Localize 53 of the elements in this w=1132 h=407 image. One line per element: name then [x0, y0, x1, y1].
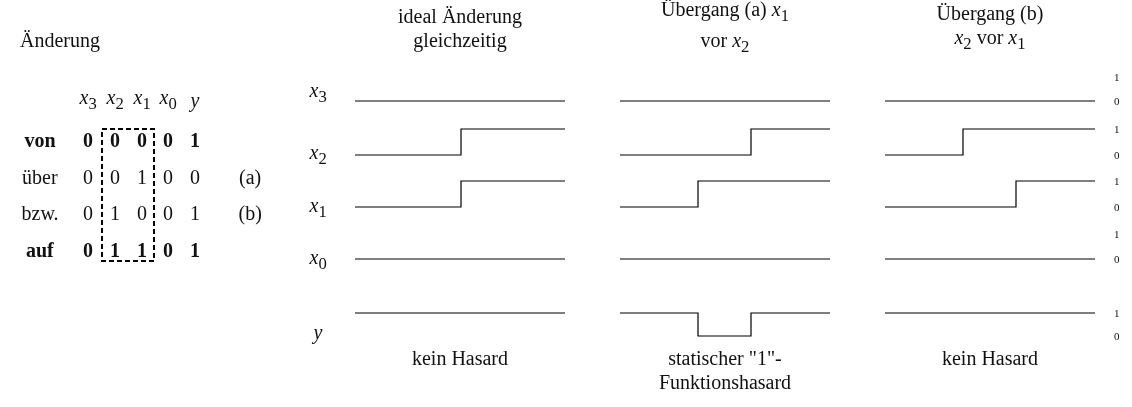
table-heading: Änderung: [20, 28, 100, 52]
row-note: (a): [239, 165, 262, 189]
result-text: statischer "1"- Funktionshasard: [657, 346, 793, 394]
result-text: kein Hasard: [940, 346, 1040, 370]
level-label: 1: [1114, 71, 1120, 83]
row-label: über: [22, 165, 58, 189]
row-note: (b): [238, 201, 262, 225]
table-cell: 0: [190, 165, 200, 189]
level-label: 1: [1114, 228, 1120, 240]
table-cell: 1: [190, 238, 200, 262]
level-label: 1: [1114, 175, 1120, 187]
column-header: x$_{2}$: [106, 84, 124, 115]
column-header: x$_{0}$: [159, 84, 177, 115]
table-cell: 1: [190, 201, 200, 225]
signal-name: x$_{2}$: [309, 139, 327, 170]
signal-name: x$_{3}$: [309, 77, 327, 108]
row-label: von: [24, 128, 56, 152]
level-label: 0: [1114, 330, 1120, 342]
column-heading: Übergang (a) x$_{1}$ vor x$_{2}$: [661, 0, 789, 58]
table-cell: 1: [137, 238, 147, 262]
table-cell: 0: [163, 128, 173, 152]
table-cell: 0: [110, 128, 120, 152]
table-cell: 0: [83, 165, 93, 189]
table-cell: 1: [190, 128, 200, 152]
table-cell: 0: [163, 201, 173, 225]
table-cell: 0: [163, 238, 173, 262]
level-label: 0: [1114, 201, 1120, 213]
table-cell: 1: [110, 201, 120, 225]
level-label: 1: [1114, 123, 1120, 135]
column-heading: Übergang (b) x$_{2}$ vor x$_{1}$: [935, 0, 1045, 55]
column-header: x$_{1}$: [133, 84, 151, 115]
table-cell: 1: [110, 238, 120, 262]
table-cell: 1: [137, 165, 147, 189]
table-cell: 0: [110, 165, 120, 189]
level-label: 0: [1114, 253, 1120, 265]
table-cell: 0: [137, 128, 147, 152]
table-cell: 0: [83, 201, 93, 225]
table-cell: 0: [83, 128, 93, 152]
level-label: 0: [1114, 95, 1120, 107]
signal-name: x$_{0}$: [309, 244, 327, 275]
level-label: 1: [1114, 307, 1120, 319]
result-text: kein Hasard: [410, 346, 510, 370]
table-cell: 0: [137, 201, 147, 225]
table-cell: 0: [163, 165, 173, 189]
column-heading: ideal Änderung gleichzeitig: [397, 4, 523, 52]
signal-name: y: [313, 320, 323, 344]
column-header: y: [190, 88, 200, 112]
column-header: x$_{3}$: [79, 84, 97, 115]
table-cell: 0: [83, 238, 93, 262]
signal-name: x$_{1}$: [309, 192, 327, 223]
row-label: auf: [26, 238, 54, 262]
row-label: bzw.: [21, 201, 59, 225]
level-label: 0: [1114, 149, 1120, 161]
